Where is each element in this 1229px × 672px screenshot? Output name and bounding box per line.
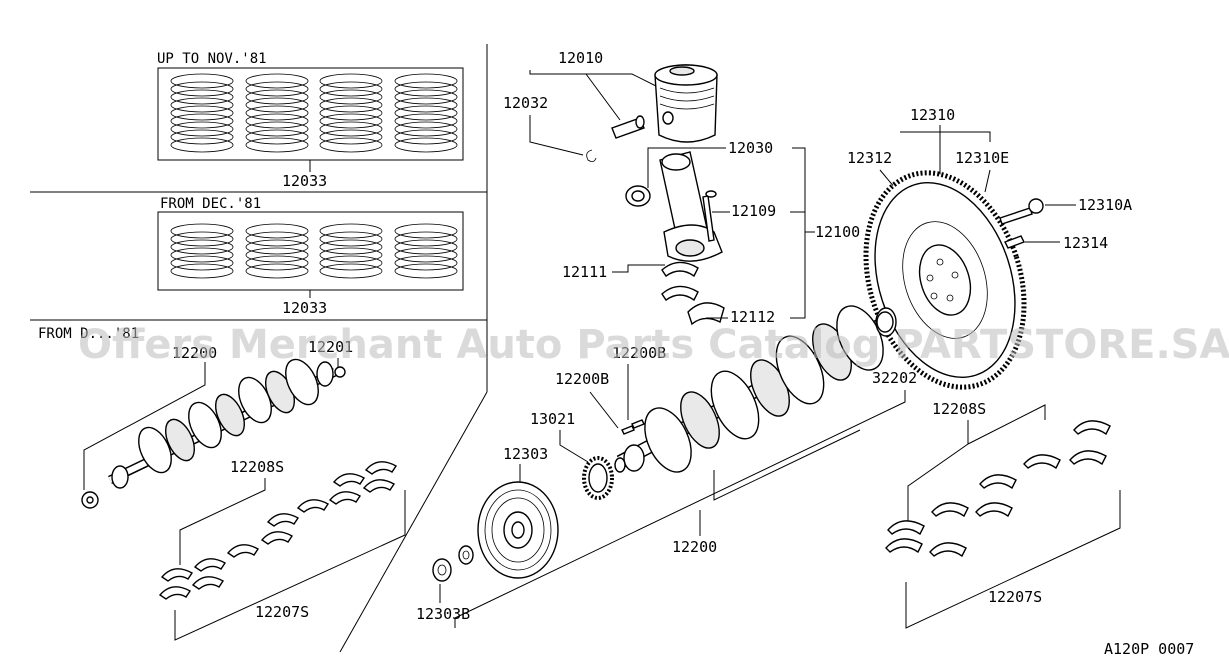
pulley-washer <box>458 545 474 565</box>
bracket-12207s-left <box>174 490 406 641</box>
leader-13021 <box>559 430 589 463</box>
part-label-12200-b: 12200 <box>672 538 717 556</box>
flywheel-dowel <box>1004 235 1025 249</box>
leader-12032 <box>529 115 584 156</box>
main-bearings-right <box>885 420 1111 558</box>
part-label-12111: 12111 <box>562 263 607 281</box>
piston-pin <box>611 115 645 139</box>
part-label-32202: 32202 <box>872 369 917 387</box>
part-label-13021: 13021 <box>530 410 575 428</box>
conrod-bearings <box>661 261 699 302</box>
part-label-12200b-a: 12200B <box>612 344 666 362</box>
leader-12010 <box>529 70 661 89</box>
crankshaft-main <box>614 305 897 473</box>
connecting-rod <box>625 151 723 262</box>
leader-12200-a <box>83 362 206 490</box>
part-label-12112: 12112 <box>730 308 775 326</box>
watermark: Offers Merchant Auto Parts Catalog PARTS… <box>78 322 1229 368</box>
bracket-12310 <box>900 131 991 142</box>
section-label-fromleft: FROM D...'81 <box>38 326 139 342</box>
part-label-12310a: 12310A <box>1078 196 1132 214</box>
leader-12010-pin <box>585 73 621 121</box>
bracket-12100 <box>790 147 806 319</box>
part-label-12030: 12030 <box>728 139 773 157</box>
crankshaft-left <box>81 358 346 509</box>
snap-ring <box>586 149 597 162</box>
piston-ring-set-1 <box>170 73 458 153</box>
leader-12208s-left <box>179 478 266 565</box>
part-label-12207s-left: 12207S <box>255 603 309 621</box>
part-label-12032: 12032 <box>503 94 548 112</box>
part-label-12200b-b: 12200B <box>555 370 609 388</box>
part-label-12033-b: 12033 <box>282 299 327 317</box>
bracket-12208s-right <box>967 404 1046 445</box>
flywheel-bolt <box>999 198 1044 225</box>
diagram-code: A120P 0007 <box>1104 640 1194 658</box>
leader-12208s-right <box>907 420 969 522</box>
section-label-upto: UP TO NOV.'81 <box>157 51 267 67</box>
leader-12030 <box>647 147 726 188</box>
main-bearings-left <box>158 461 398 600</box>
part-label-12010: 12010 <box>558 49 603 67</box>
part-label-12310: 12310 <box>910 106 955 124</box>
part-label-12033-a: 12033 <box>282 172 327 190</box>
pulley-nut <box>432 558 452 582</box>
leader-12200b-b <box>589 391 619 429</box>
part-label-12208s-left: 12208S <box>230 458 284 476</box>
bracket-12200-b <box>713 429 861 501</box>
conrod-cap <box>687 302 725 326</box>
flywheel <box>863 170 1027 390</box>
part-label-12201: 12201 <box>308 338 353 356</box>
part-label-12100: 12100 <box>815 223 860 241</box>
part-label-12310e: 12310E <box>955 149 1009 167</box>
divider-diagonal <box>339 391 488 653</box>
part-label-12208s-right: 12208S <box>932 400 986 418</box>
part-label-12109: 12109 <box>731 202 776 220</box>
crank-pulley <box>477 481 559 579</box>
leader-12111 <box>612 264 665 273</box>
pilot-bushing <box>876 311 894 333</box>
bracket-12207s-right <box>905 490 1121 629</box>
piston <box>654 64 718 143</box>
part-label-12303b: 12303B <box>416 605 470 623</box>
leader-12310e <box>984 169 991 193</box>
section-label-fromdec: FROM DEC.'81 <box>160 196 261 212</box>
part-label-12200-a: 12200 <box>172 344 217 362</box>
part-label-12314: 12314 <box>1063 234 1108 252</box>
piston-ring-set-2 <box>170 223 458 279</box>
leader-32202 <box>454 390 906 628</box>
crank-keys <box>621 419 645 435</box>
part-label-12207s-right: 12207S <box>988 588 1042 606</box>
part-label-12303: 12303 <box>503 445 548 463</box>
part-label-12312: 12312 <box>847 149 892 167</box>
crank-sprocket <box>582 456 614 500</box>
